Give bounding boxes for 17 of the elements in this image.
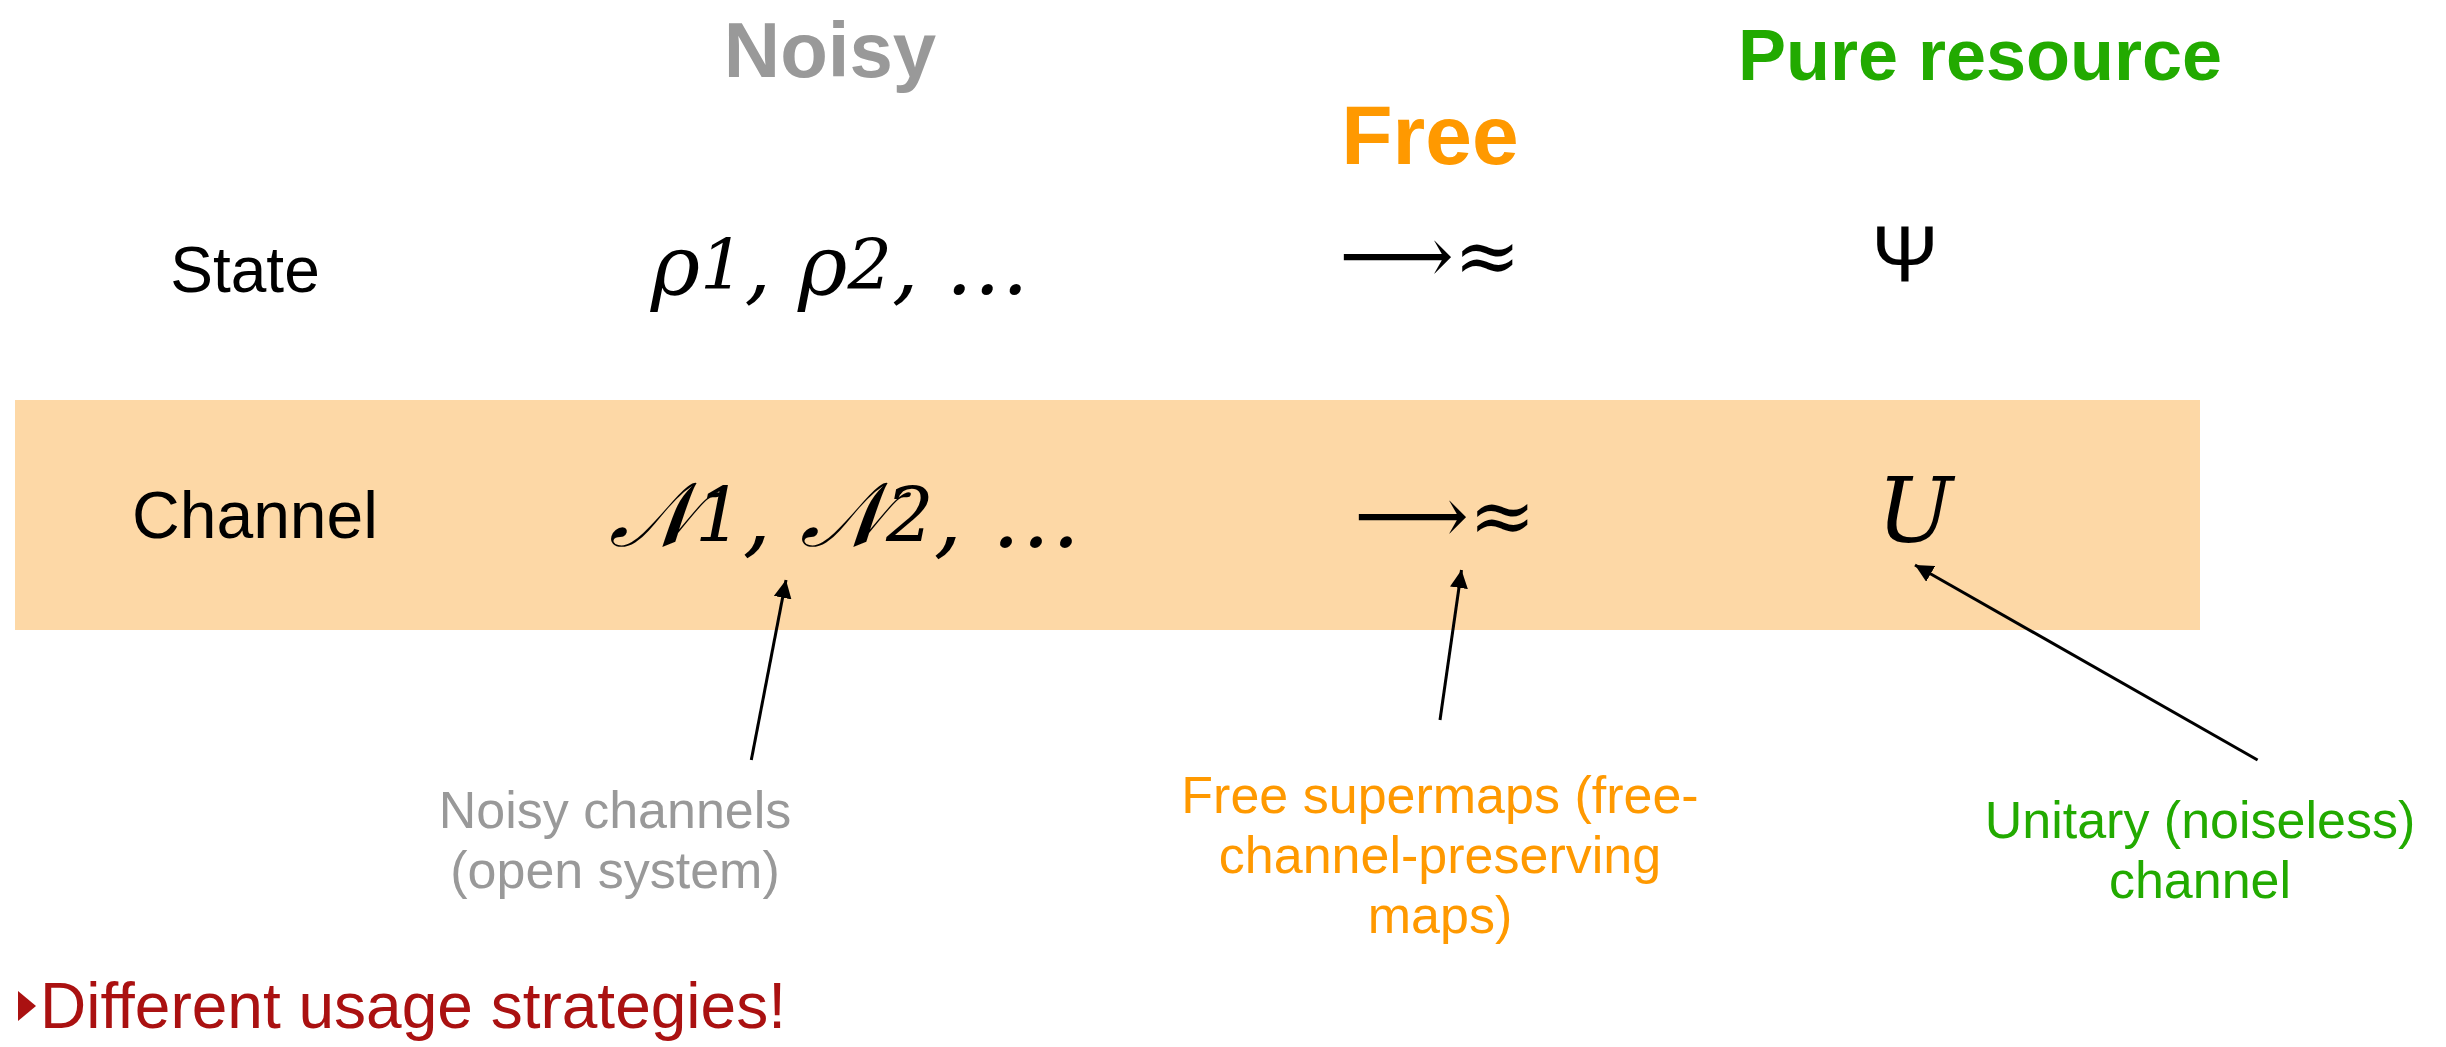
- caption: Unitary (noiseless) channel: [1960, 760, 2440, 940]
- asymptotic-transformation: ⟶≈: [1280, 460, 1610, 570]
- unitary-symbol: U: [1850, 455, 1980, 565]
- column-heading: Noisy: [722, 5, 938, 95]
- caption: Noisy channels (open system): [380, 760, 850, 920]
- column-heading: Pure resource: [1736, 14, 2224, 97]
- state-symbol: Ψ: [1870, 209, 1940, 301]
- row-label: Channel: [131, 477, 379, 554]
- caption: Free supermaps (free-channel-preserving maps): [1150, 720, 1730, 990]
- column-heading: Free: [1340, 86, 1520, 184]
- asymptotic-transformation: ⟶≈: [1338, 207, 1522, 304]
- leader-arrow: [1438, 569, 1468, 721]
- row-label: State: [169, 233, 321, 308]
- bullet-note: Different usage strategies!: [40, 969, 787, 1044]
- highlight-band: [15, 400, 2200, 630]
- leader-arrow: [1914, 563, 2259, 762]
- leader-arrow: [749, 579, 792, 761]
